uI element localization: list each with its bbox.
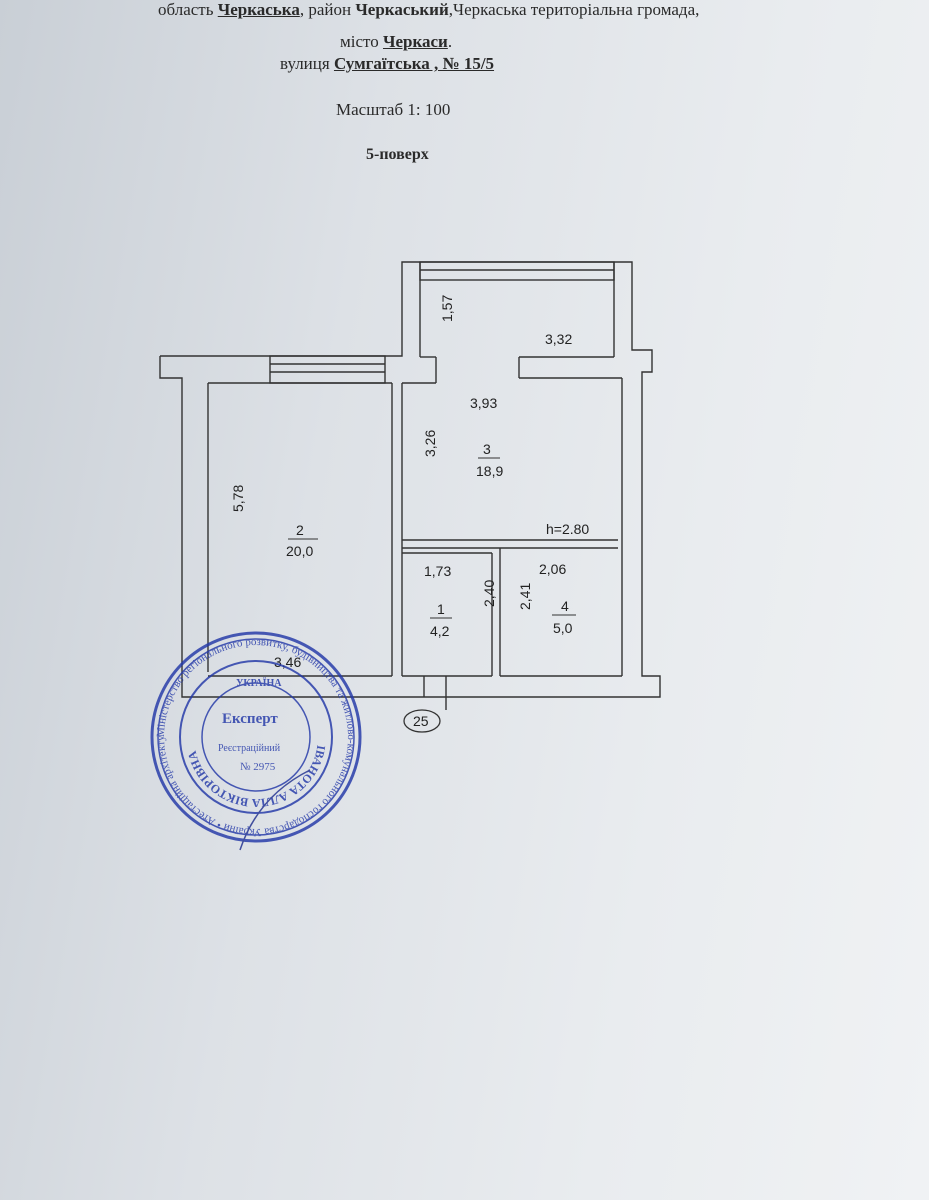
scale-label: Масштаб 1: 100 (336, 100, 451, 119)
dim-room4-width: 2,06 (539, 561, 566, 577)
walls (159, 261, 661, 710)
stamp-title: Експерт (222, 711, 278, 727)
room-number: 4 (561, 598, 569, 614)
room-area: 4,2 (430, 623, 450, 639)
address-line-1: область Черкаська, район Черкаський,Черк… (158, 0, 699, 20)
address-text: область (158, 0, 218, 19)
address-text: вулиця (280, 54, 334, 73)
room-labels: 3 18,9 2 20,0 1 4,2 4 5,0 (286, 441, 576, 639)
dim-room3-depth: 3,26 (422, 430, 438, 457)
expert-stamp: Міністерство регіонального розвитку, буд… (0, 0, 362, 851)
raion-name: Черкаський (355, 0, 449, 19)
address-text: місто (340, 32, 383, 51)
address-text: , район (299, 0, 356, 19)
room-area: 18,9 (476, 463, 503, 479)
room-area: 20,0 (286, 543, 313, 559)
address-text: ,Черкаська територіальна громада, (448, 0, 700, 19)
marker-number: 25 (413, 713, 429, 729)
dim-room1-width: 1,73 (424, 563, 451, 579)
dim-room1-depth: 2,40 (481, 580, 497, 607)
stamp-country: УКРАЇНА (236, 676, 282, 689)
dim-room2-depth: 5,78 (230, 485, 246, 512)
address-text: . (447, 32, 453, 51)
room-number: 2 (296, 522, 304, 538)
room-number: 3 (483, 441, 491, 457)
city-name: Черкаси (382, 32, 448, 51)
dim-room3-width: 3,93 (470, 395, 497, 411)
room-area: 5,0 (553, 620, 573, 636)
address-line-2: місто Черкаси. (340, 32, 452, 52)
ceiling-height: h=2.80 (546, 521, 589, 537)
address-line-3: вулиця Сумгаїтська , № 15/5 (280, 54, 494, 74)
stamp-reg-number: № 2975 (240, 761, 276, 773)
dim-balcony-depth: 1,57 (439, 295, 455, 322)
stamp-reg-label: Реєстраційний (218, 743, 281, 754)
street-name: Сумгаїтська , № 15/5 (333, 54, 495, 73)
floor-label: 5-поверх (366, 146, 429, 163)
dimension-labels: 1,57 3,32 3,93 3,26 5,78 3,46 1,73 2,40 … (230, 295, 589, 670)
dim-balcony-width: 3,32 (545, 331, 572, 347)
room-number: 1 (437, 601, 445, 617)
marker: 25 (403, 709, 441, 733)
oblast-name: Черкаська (217, 0, 300, 19)
signature-stroke (239, 769, 311, 851)
dim-room4-depth: 2,41 (517, 583, 533, 610)
